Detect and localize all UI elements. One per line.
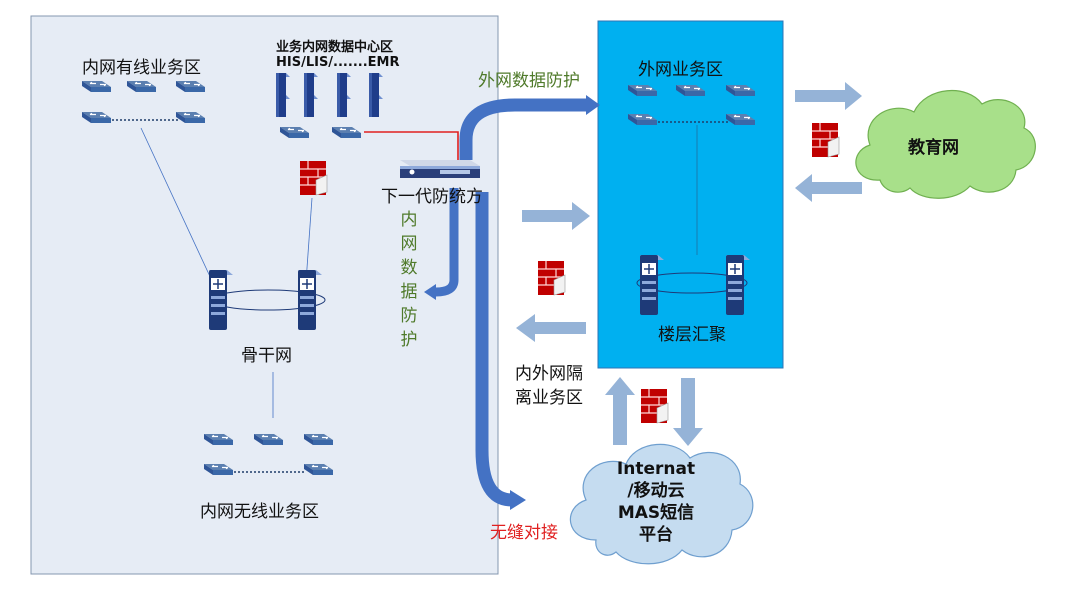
arrow-down-to-internet — [673, 378, 703, 446]
education-cloud-icon — [855, 90, 1036, 199]
firewall-icon — [299, 160, 328, 196]
backbone-label: 骨干网 — [241, 346, 292, 366]
datacenter-subtitle: HIS/LIS/.......EMR — [276, 55, 400, 70]
seamless-label: 无缝对接 — [490, 523, 558, 543]
floor-aggregation-label: 楼层汇聚 — [658, 325, 726, 345]
intranet-zone-bg — [30, 15, 499, 575]
arrow-to-isolation — [516, 314, 586, 342]
arrow-from-education — [795, 174, 862, 202]
isolation-zone-label-2: 离业务区 — [515, 388, 583, 408]
seamless-arrow — [475, 192, 513, 507]
ngfw-label: 下一代防统方 — [381, 187, 483, 207]
internet-cloud-icon — [569, 443, 754, 565]
extranet-protection-arrow — [459, 98, 588, 160]
wireless-switch-group — [203, 433, 334, 476]
wired-switch-group — [81, 80, 206, 124]
isolation-zone-label-1: 内外网隔 — [515, 364, 583, 384]
extranet-zone-title: 外网业务区 — [638, 60, 723, 80]
internet-cloud-line-4: 平台 — [639, 525, 673, 545]
extranet-zone-bg — [597, 20, 784, 369]
ngfw-device-icon — [400, 160, 480, 178]
firewall-icon — [537, 260, 566, 296]
intranet-wired-title: 内网有线业务区 — [82, 58, 201, 78]
internet-cloud-line-1: Internat — [616, 459, 696, 479]
intranet-protection-arrow — [435, 188, 459, 297]
arrow-to-education — [795, 82, 862, 110]
arrow-up-from-internet — [605, 377, 635, 445]
intranet-protection-label: 内网数据防护 — [400, 210, 418, 350]
internet-cloud-line-3: MAS短信 — [617, 503, 695, 523]
education-net-label: 教育网 — [908, 138, 959, 158]
extranet-protection-label: 外网数据防护 — [478, 71, 580, 91]
firewall-icon — [640, 388, 669, 424]
internet-cloud-line-2: /移动云 — [627, 481, 685, 501]
arrow-to-extranet — [522, 202, 590, 230]
internet-cloud-label: Internat /移动云 MAS短信 平台 — [596, 458, 716, 546]
datacenter-ngfw-link — [364, 131, 459, 160]
datacenter-title: 业务内网数据中心区 — [276, 40, 394, 55]
firewall-icon — [811, 122, 840, 158]
intranet-wireless-title: 内网无线业务区 — [200, 502, 319, 522]
